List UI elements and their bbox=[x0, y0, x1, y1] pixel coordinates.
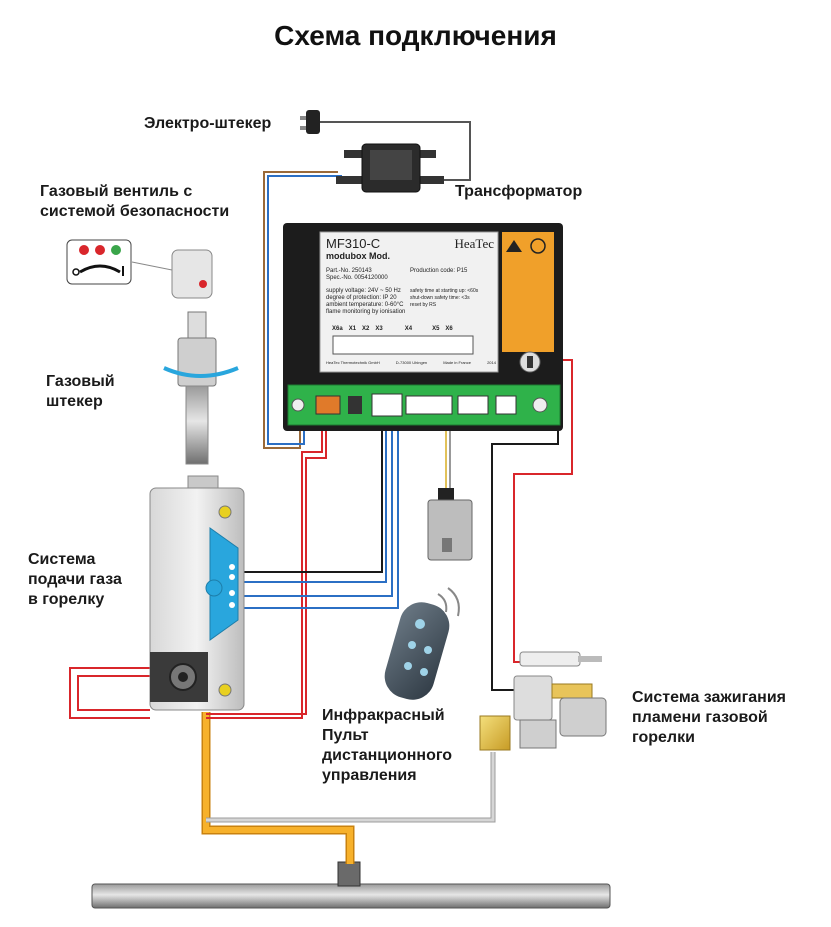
label-gas-supply-line2: подачи газа bbox=[28, 571, 122, 588]
footer-mid: D-73000 Uhingen bbox=[395, 360, 428, 365]
label-gas-connector-line2: штекер bbox=[46, 393, 103, 410]
blue-wires bbox=[236, 404, 399, 609]
controller-label: MF310-C HeaTec modubox Mod. Part.-No. 25… bbox=[322, 234, 498, 370]
ignition-system bbox=[479, 651, 607, 751]
terminal-x1: X1 bbox=[348, 326, 357, 332]
controller-spec-no: Spec.-No. 0054120000 bbox=[326, 275, 388, 281]
label-gas-valve-line2: системой безопасности bbox=[40, 203, 230, 220]
label-plug: Электро-штекер bbox=[144, 115, 272, 132]
power-plug bbox=[300, 110, 320, 134]
footer-right: Made in France bbox=[443, 360, 472, 365]
label-ignition-line2: пламени газовой bbox=[632, 709, 768, 726]
label-gas-valve: Газовый вентиль с системой безопасности bbox=[40, 182, 229, 222]
controller-safety1: safety time at starting up: <60s bbox=[410, 288, 479, 294]
controller-box bbox=[283, 223, 563, 431]
controller-spec3: ambient temperature: 0-60°C bbox=[326, 302, 404, 308]
terminal-x5: X5 bbox=[432, 326, 440, 332]
terminal-board bbox=[287, 384, 561, 426]
footer-year: 2014 bbox=[487, 360, 496, 365]
terminal-x4: X4 bbox=[404, 326, 413, 332]
terminal-x2: X2 bbox=[362, 326, 370, 332]
controller-brand: HeaTec bbox=[454, 236, 494, 251]
controller-safety2: shut-down safety time: <3s bbox=[410, 295, 470, 301]
controller-safety3: reset by RS bbox=[410, 302, 437, 308]
label-gas-valve-line1: Газовый вентиль с bbox=[40, 183, 193, 200]
diagram-title: Схема подключения bbox=[274, 20, 557, 51]
label-ignition: Система зажигания пламени газовой горелк… bbox=[632, 688, 786, 748]
burner-bar bbox=[91, 861, 611, 909]
label-gas-supply-line1: Система bbox=[28, 551, 96, 568]
gas-supply-body bbox=[149, 475, 245, 711]
remote-control-icon bbox=[384, 587, 460, 700]
controller-spec4: flame monitoring by ionisation bbox=[326, 309, 406, 315]
gas-connector bbox=[163, 311, 239, 465]
controller-spec2: degree of protection: IP 20 bbox=[326, 295, 397, 301]
gas-pipe-orange bbox=[201, 712, 355, 864]
controller-subtitle: modubox Mod. bbox=[326, 251, 390, 261]
footer-left: HeaTec Thermotechnik GmbH bbox=[326, 360, 380, 365]
label-gas-connector-line1: Газовый bbox=[46, 373, 115, 390]
label-remote-line3: дистанционного bbox=[322, 747, 453, 764]
gas-pipe-grey bbox=[206, 752, 496, 823]
red-wires bbox=[69, 359, 573, 719]
label-remote-line4: управления bbox=[322, 767, 417, 784]
label-gas-connector: Газовый штекер bbox=[46, 372, 115, 412]
controller-part-no: Part.-No. 250143 bbox=[326, 268, 372, 274]
gas-valve-icon bbox=[66, 239, 213, 299]
thermo-connector bbox=[427, 488, 473, 561]
label-gas-supply-line3: в горелку bbox=[28, 591, 105, 608]
label-transformer: Трансформатор bbox=[455, 183, 583, 200]
terminal-x6a: X6a bbox=[332, 326, 343, 332]
terminal-labels: X6a X1 X2 X3 X4 X5 X6 bbox=[332, 326, 482, 332]
label-ignition-line3: горелки bbox=[632, 729, 695, 746]
transformer bbox=[336, 143, 444, 193]
controller-production-code: Production code: P15 bbox=[410, 268, 468, 274]
label-remote-line2: Пульт bbox=[322, 727, 369, 744]
label-remote: Инфракрасный Пульт дистанционного управл… bbox=[322, 706, 452, 786]
controller-footer: HeaTec Thermotechnik GmbH D-73000 Uhinge… bbox=[326, 360, 496, 365]
label-ignition-line1: Система зажигания bbox=[632, 689, 786, 706]
terminal-x6: X6 bbox=[445, 326, 453, 332]
terminal-x3: X3 bbox=[375, 326, 383, 332]
controller-spec1: supply voltage: 24V ~ 50 Hz bbox=[326, 288, 401, 294]
controller-model: MF310-C bbox=[326, 236, 381, 251]
label-gas-supply: Система подачи газа в горелку bbox=[28, 550, 122, 610]
label-remote-line1: Инфракрасный bbox=[322, 707, 445, 724]
